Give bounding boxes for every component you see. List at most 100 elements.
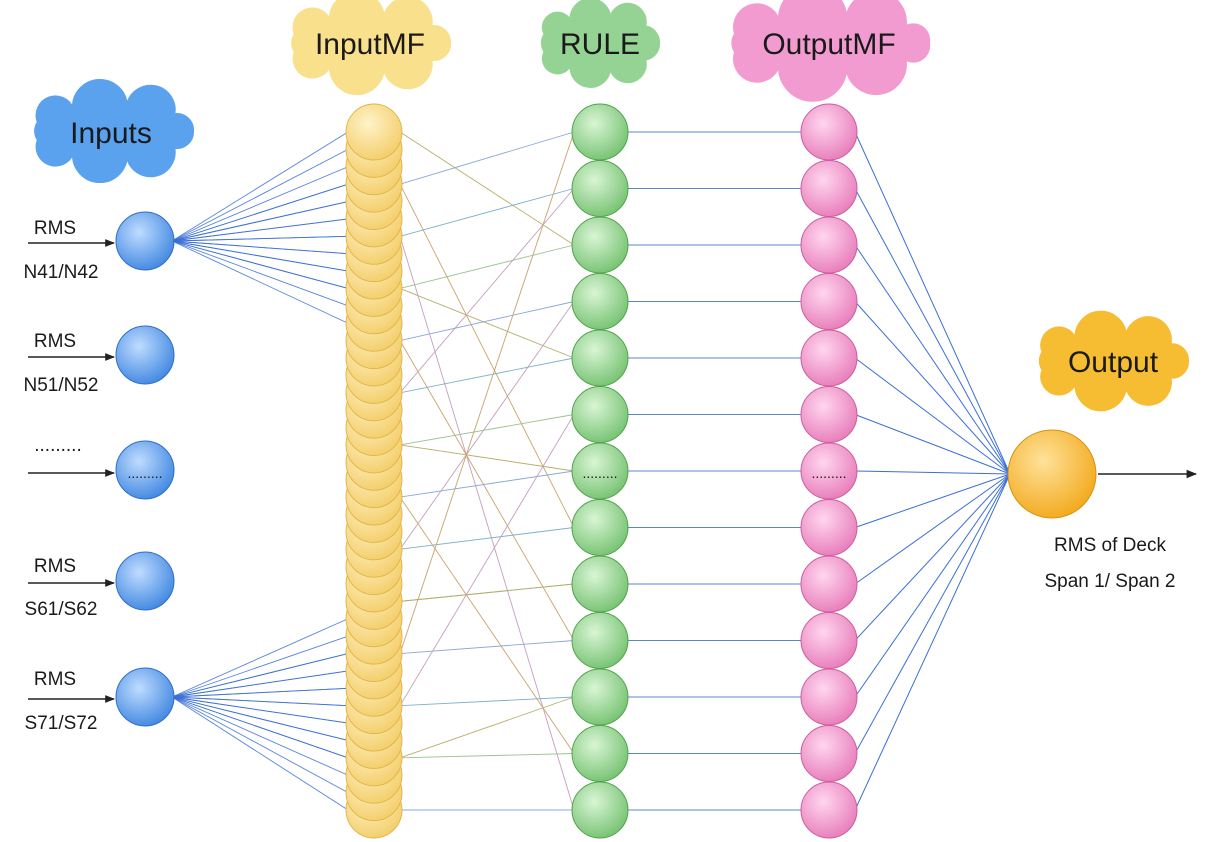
rule-node-6 — [571, 386, 629, 443]
edge-input1-inmf-16 — [171, 240, 349, 255]
edge-input5-inmf-15 — [171, 696, 349, 707]
input-node-3 — [115, 440, 175, 500]
edge-outmf-out-6 — [854, 470, 1011, 475]
edge-inmf-rule-b1 — [399, 753, 575, 759]
rule-node-2 — [571, 160, 629, 217]
input-node-4 — [115, 551, 175, 611]
rule-node-13 — [571, 781, 629, 839]
cloud-rule: RULE — [540, 0, 661, 88]
output-mf-node-10 — [800, 612, 858, 669]
rule-node-11 — [571, 668, 629, 726]
cloud-input-mf-shape — [291, 0, 452, 96]
output-header: Output — [1068, 346, 1159, 379]
rule-node-8 — [571, 499, 629, 556]
input-labels: RMS N41/N42 RMS N51/N52 ......... RMS S6… — [24, 218, 99, 734]
edge-inmf-rule-b11 — [399, 188, 575, 237]
edge-input5-inmf-17 — [171, 696, 349, 741]
edge-inmf-rule-b3 — [399, 640, 575, 654]
edge-inmf-rule-b10 — [399, 244, 575, 289]
input-mf-header: InputMF — [315, 28, 425, 61]
input-1-label-top: RMS — [34, 218, 76, 239]
cloud-output-mf: OutputMF — [731, 0, 931, 102]
edge-inmf-rule-a9 — [399, 583, 575, 602]
edge-outmf-out-9 — [854, 473, 1011, 641]
output-mf-node-12 — [800, 725, 858, 782]
edge-input5-inmf-16 — [171, 696, 349, 724]
cloud-inputs: Inputs — [34, 78, 195, 184]
edge-outmf-out-8 — [854, 473, 1011, 585]
edge-inmf-rule-a5 — [399, 188, 575, 394]
edge-inmf-rule-b7 — [399, 414, 575, 446]
edge-input1-inmf-18 — [171, 240, 349, 289]
edge-inmf-rule-a1 — [399, 183, 575, 528]
output-mf-node-2 — [800, 160, 858, 217]
nodes — [115, 103, 1097, 839]
rule-node-9 — [571, 555, 629, 613]
edge-input1-inmf-10 — [171, 240, 349, 307]
edge-input5-inmf-0 — [171, 618, 349, 698]
edge-inmf-rule-b5 — [399, 527, 575, 550]
edge-outmf-out-4 — [854, 357, 1011, 475]
edge-inmf-rule-a4 — [399, 340, 575, 641]
input-4-label-top: RMS — [34, 556, 76, 577]
cloud-output: Output — [1038, 310, 1190, 412]
edge-inmf-rule-a2 — [399, 236, 575, 811]
cloud-output-shape — [1038, 310, 1190, 412]
input-mf-node — [345, 103, 403, 161]
edge-inmf-rule-a3 — [399, 288, 575, 359]
edge-input5-inmf-13 — [171, 670, 349, 698]
edge-outmf-out-2 — [854, 244, 1011, 475]
edge-input1-inmf-2 — [171, 166, 349, 242]
output-node — [1007, 429, 1097, 519]
edge-outmf-out-7 — [854, 473, 1011, 528]
edge-input1-inmf-1 — [171, 148, 349, 242]
edge-input1-inmf-0 — [171, 131, 349, 242]
output-label-line-1: RMS of Deck — [1054, 535, 1166, 556]
edge-input5-inmf-9 — [171, 696, 349, 776]
input-node-5 — [115, 667, 175, 727]
edge-input5-inmf-14 — [171, 687, 349, 698]
edge-input1-inmf-15 — [171, 235, 349, 242]
edge-inmf-rule-a6 — [399, 444, 575, 472]
edge-inmf-rule-a7 — [399, 496, 575, 754]
output-label-line-2: Span 1/ Span 2 — [1045, 571, 1176, 592]
cloud-inputs-shape — [34, 78, 195, 184]
rule-node-5 — [571, 329, 629, 387]
output-mf-node-8 — [800, 499, 858, 556]
edge-outmf-out-1 — [854, 188, 1011, 475]
edge-input5-inmf-11 — [171, 696, 349, 811]
edge-inmf-rule-b2 — [399, 696, 575, 707]
edge-inmf-rule-b12 — [399, 131, 575, 185]
rule-node-3 — [571, 216, 629, 274]
input-node-2 — [115, 325, 175, 385]
cloud-output-mf-shape — [731, 0, 931, 102]
rule-node-10 — [571, 612, 629, 669]
output-mf-node-4 — [800, 273, 858, 330]
edge-input5-inmf-10 — [171, 696, 349, 794]
edge-outmf-out-0 — [854, 131, 1011, 475]
rule-node-12 — [571, 725, 629, 782]
edge-inmf-rule-a8 — [399, 301, 575, 550]
output-mf-node-13 — [800, 781, 858, 839]
input-2-label-top: RMS — [34, 331, 76, 352]
edge-input5-inmf-12 — [171, 653, 349, 698]
output-mf-node-11 — [800, 668, 858, 726]
input-node-1 — [115, 211, 175, 271]
rule-node-1 — [571, 103, 629, 161]
edge-outmf-out-5 — [854, 414, 1011, 475]
rule-node-dots: ......... — [582, 465, 617, 481]
edge-inmf-rule-a12 — [399, 696, 575, 759]
edge-input1-inmf-13 — [171, 201, 349, 242]
output-mf-node-3 — [800, 216, 858, 274]
edge-inmf-rule-a10 — [399, 131, 575, 654]
edge-input1-inmf-12 — [171, 183, 349, 242]
edge-input5-inmf-18 — [171, 696, 349, 759]
input-5-label-top: RMS — [34, 669, 76, 690]
cloud-input-mf: InputMF — [291, 0, 452, 96]
input-4-label-bottom: S61/S62 — [25, 599, 98, 620]
output-mf-node-6 — [800, 386, 858, 443]
output-mf-node-dots: ......... — [811, 465, 846, 481]
edge-outmf-out-10 — [854, 473, 1011, 698]
edge-outmf-out-12 — [854, 473, 1011, 811]
